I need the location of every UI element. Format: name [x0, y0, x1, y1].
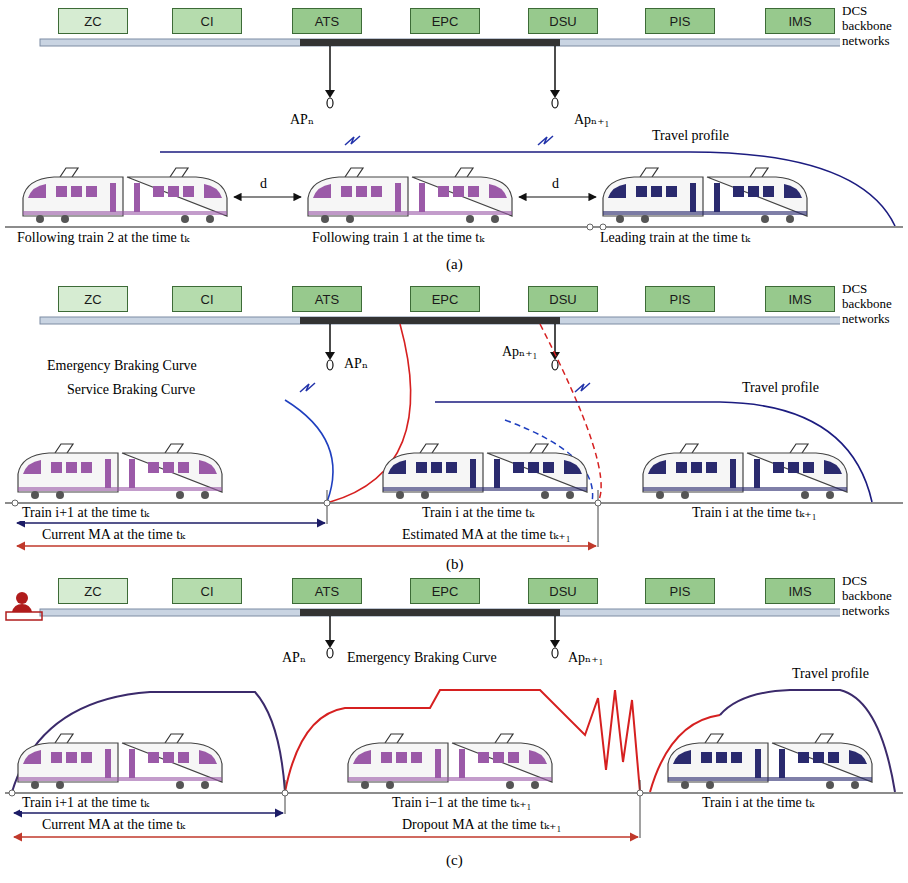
profile-label: Travel profile — [740, 380, 821, 396]
system-box: ZC — [58, 578, 128, 604]
box-label: IMS — [788, 14, 811, 29]
box-label: DSU — [549, 584, 576, 599]
box-label: PIS — [670, 292, 691, 307]
system-box: ZC — [58, 286, 128, 312]
network-label: DCS backbone networks — [840, 4, 904, 49]
box-label: EPC — [432, 14, 459, 29]
ap-label: Apₙ₊₁ — [566, 650, 605, 666]
system-box: IMS — [765, 286, 835, 312]
ap-label: APₙ — [280, 650, 308, 666]
distance-label: d — [550, 176, 561, 192]
system-box: CI — [172, 286, 242, 312]
box-label: EPC — [432, 292, 459, 307]
system-box: ZC — [58, 8, 128, 34]
box-label: ATS — [315, 292, 339, 307]
box-label: CI — [201, 14, 214, 29]
system-box: IMS — [765, 578, 835, 604]
train-label: Train i+1 at the time tₖ — [20, 795, 151, 811]
train-label: Leading train at the time tₖ — [598, 230, 752, 246]
train-label: Train i at the time tₖ — [700, 795, 816, 811]
box-label: PIS — [670, 584, 691, 599]
system-box: ATS — [292, 286, 362, 312]
system-box: DSU — [528, 8, 598, 34]
ap-label: APₙ — [342, 356, 370, 372]
box-label: CI — [201, 584, 214, 599]
train-label: Following train 1 at the time tₖ — [310, 230, 486, 246]
curve-label: Service Braking Curve — [65, 382, 197, 398]
system-box: EPC — [410, 578, 480, 604]
box-label: EPC — [432, 584, 459, 599]
box-label: ATS — [315, 14, 339, 29]
train-label: Following train 2 at the time tₖ — [15, 230, 191, 246]
profile-label: Travel profile — [650, 128, 731, 144]
profile-label: Travel profile — [790, 666, 871, 682]
distance-label: d — [258, 176, 269, 192]
system-box: ATS — [292, 578, 362, 604]
panel-label: (a) — [444, 256, 465, 273]
panel-label: (c) — [444, 852, 465, 869]
system-box: PIS — [645, 578, 715, 604]
network-label: DCS backbone networks — [840, 574, 904, 619]
ma-label: Estimated MA at the time tₖ₊₁ — [400, 527, 573, 543]
box-label: IMS — [788, 584, 811, 599]
train-label: Train i−1 at the time tₖ₊₁ — [390, 795, 533, 811]
box-label: CI — [201, 292, 214, 307]
ma-label: Dropout MA at the time tₖ₊₁ — [400, 817, 563, 833]
system-box: ATS — [292, 8, 362, 34]
box-label: DSU — [549, 292, 576, 307]
system-box: PIS — [645, 286, 715, 312]
system-box: IMS — [765, 8, 835, 34]
ap-label: Apₙ₊₁ — [572, 112, 611, 128]
train-label: Train i at the time tₖ₊₁ — [690, 505, 819, 521]
curve-label: Emergency Braking Curve — [345, 650, 499, 666]
ma-label: Current MA at the time tₖ — [40, 527, 187, 543]
system-box: CI — [172, 578, 242, 604]
system-box: PIS — [645, 8, 715, 34]
box-label: IMS — [788, 292, 811, 307]
panel-label: (b) — [444, 556, 466, 573]
system-box: DSU — [528, 286, 598, 312]
ma-label: Current MA at the time tₖ — [40, 817, 187, 833]
box-label: ZC — [84, 292, 101, 307]
box-label: ZC — [84, 14, 101, 29]
curve-label: Emergency Braking Curve — [45, 358, 199, 374]
box-label: DSU — [549, 14, 576, 29]
train-label: Train i at the time tₖ — [420, 505, 536, 521]
system-box: EPC — [410, 8, 480, 34]
train-label: Train i+1 at the time tₖ — [20, 505, 151, 521]
ap-label: Apₙ₊₁ — [500, 344, 539, 360]
ap-label: APₙ — [288, 112, 316, 128]
box-label: PIS — [670, 14, 691, 29]
network-label: DCS backbone networks — [840, 282, 904, 327]
system-box: DSU — [528, 578, 598, 604]
box-label: ATS — [315, 584, 339, 599]
system-box: CI — [172, 8, 242, 34]
system-box: EPC — [410, 286, 480, 312]
box-label: ZC — [84, 584, 101, 599]
